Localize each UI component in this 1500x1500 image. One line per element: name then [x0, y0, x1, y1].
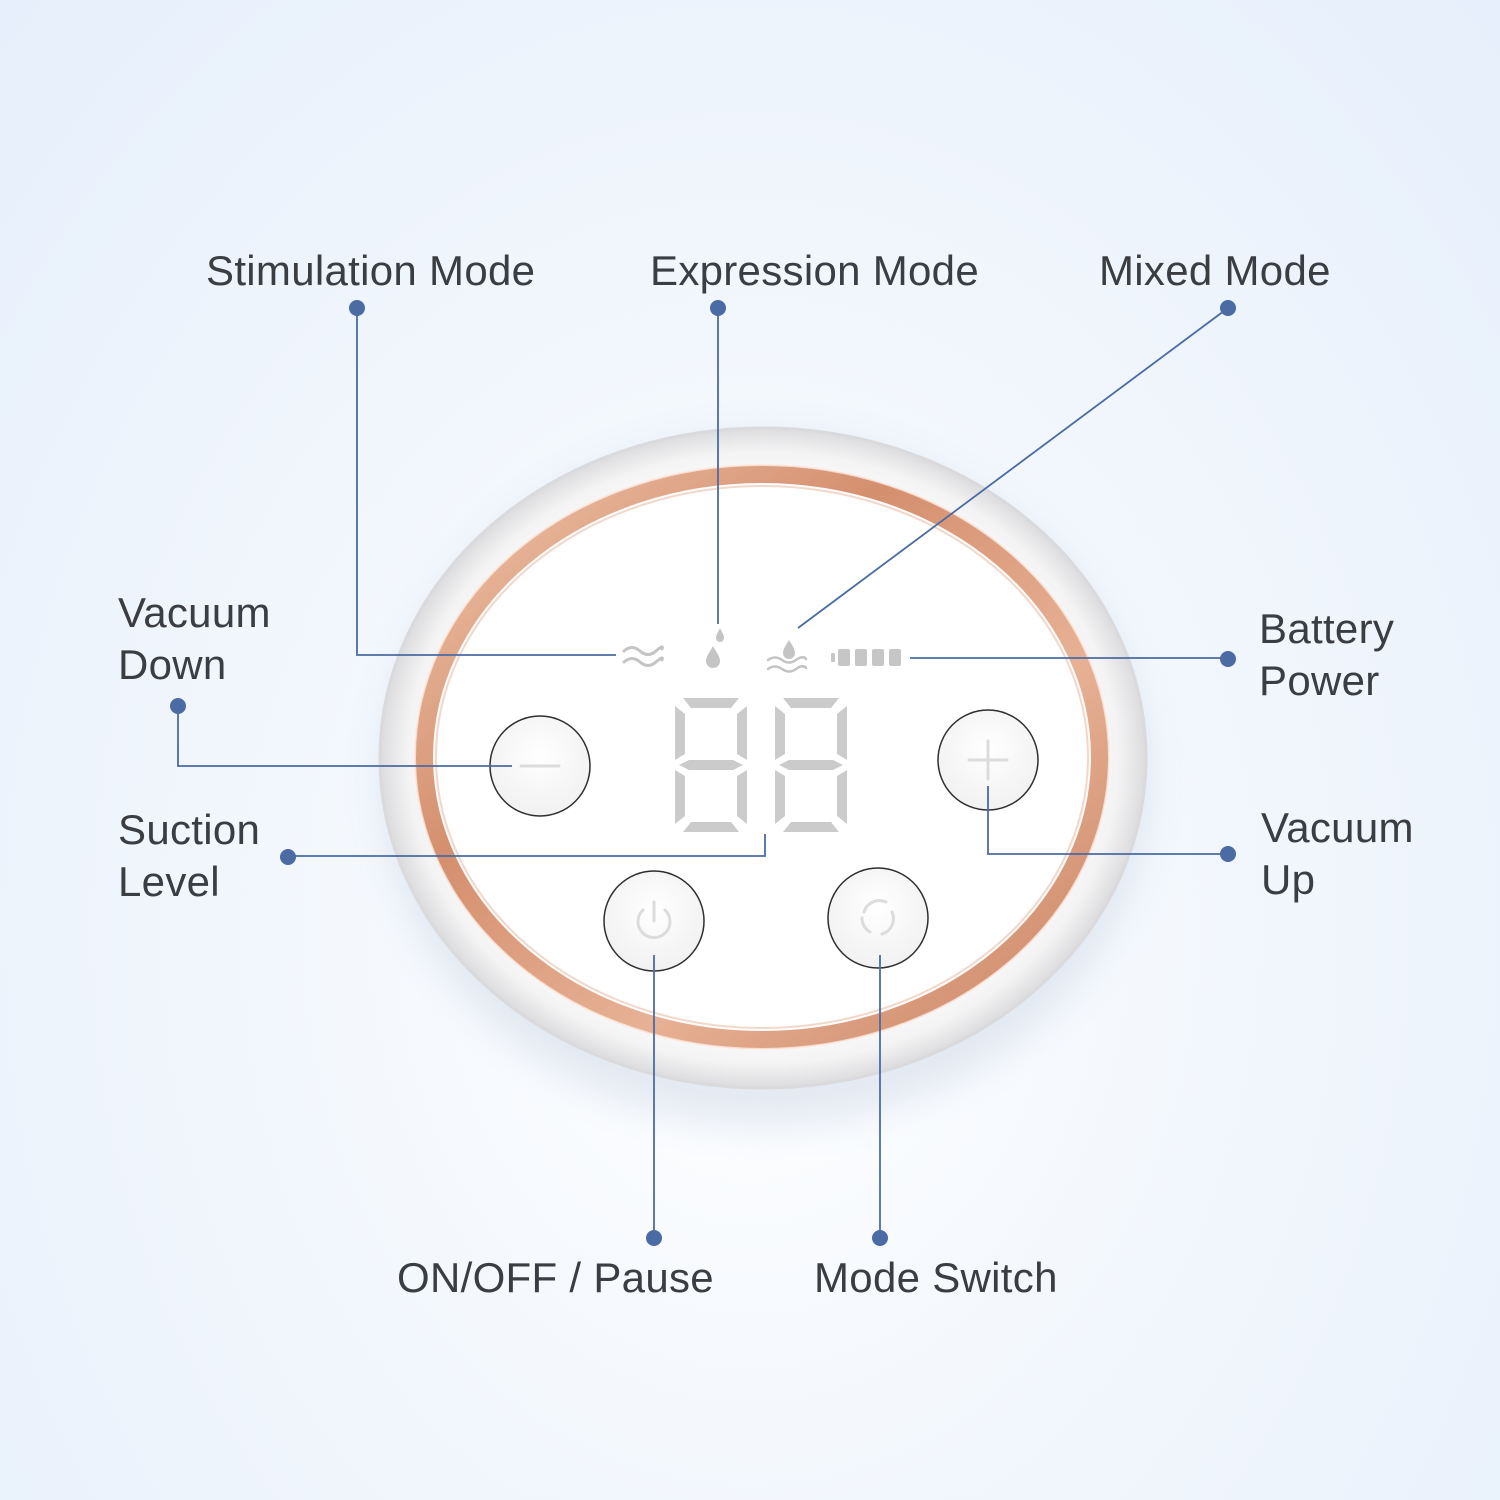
device-panel	[378, 426, 1150, 1125]
callout-dot	[170, 698, 186, 714]
drop-wave-icon	[766, 640, 808, 673]
label-vacuum-down: Vacuum Down	[118, 587, 271, 691]
mode-cycle-icon	[860, 899, 895, 936]
callout-vacuum-up	[987, 786, 1228, 855]
callout-dot	[872, 1230, 888, 1246]
callout-dot	[646, 1230, 662, 1246]
inner-face	[435, 485, 1089, 1029]
label-vacuum-up-line1: Vacuum	[1261, 804, 1414, 851]
label-vacuum-down-line1: Vacuum	[118, 589, 271, 636]
label-mixed-mode: Mixed Mode	[1099, 247, 1331, 294]
callout-dot	[1220, 846, 1236, 862]
copper-ring	[415, 465, 1109, 1049]
vacuum-down-button[interactable]	[489, 715, 591, 817]
label-suction-level: Suction Level	[118, 804, 260, 908]
callout-dot	[1220, 300, 1236, 316]
digit	[675, 698, 747, 832]
callout-suction-level	[288, 834, 766, 857]
callout-dot	[349, 300, 365, 316]
label-vacuum-down-line2: Down	[118, 641, 227, 688]
label-expression-mode: Expression Mode	[650, 247, 979, 294]
label-stimulation-mode: Stimulation Mode	[206, 247, 536, 294]
callout-dot	[280, 849, 296, 865]
drop-icon	[706, 628, 724, 668]
label-suction-level-line2: Level	[118, 858, 220, 905]
callout-dot	[1220, 651, 1236, 667]
label-mode-switch: Mode Switch	[814, 1254, 1058, 1301]
callout-mixed-mode	[797, 307, 1229, 629]
callout-stimulation-mode	[356, 308, 616, 656]
label-vacuum-up-line2: Up	[1261, 856, 1316, 903]
digit-display	[675, 698, 847, 832]
label-battery-power-line1: Battery	[1259, 605, 1395, 652]
callout-dot	[710, 300, 726, 316]
label-vacuum-up: Vacuum Up	[1261, 802, 1414, 906]
battery-icon	[831, 649, 901, 666]
power-icon	[636, 900, 672, 940]
label-battery-power-line2: Power	[1259, 657, 1380, 704]
digit	[775, 698, 847, 832]
plus-icon	[967, 739, 1009, 781]
callout-vacuum-down	[177, 706, 512, 767]
wave-icon	[622, 645, 664, 667]
label-suction-level-line1: Suction	[118, 806, 261, 853]
label-battery-power: Battery Power	[1259, 603, 1394, 707]
label-on-off-pause: ON/OFF / Pause	[397, 1254, 714, 1301]
mode-switch-button[interactable]	[827, 867, 929, 969]
